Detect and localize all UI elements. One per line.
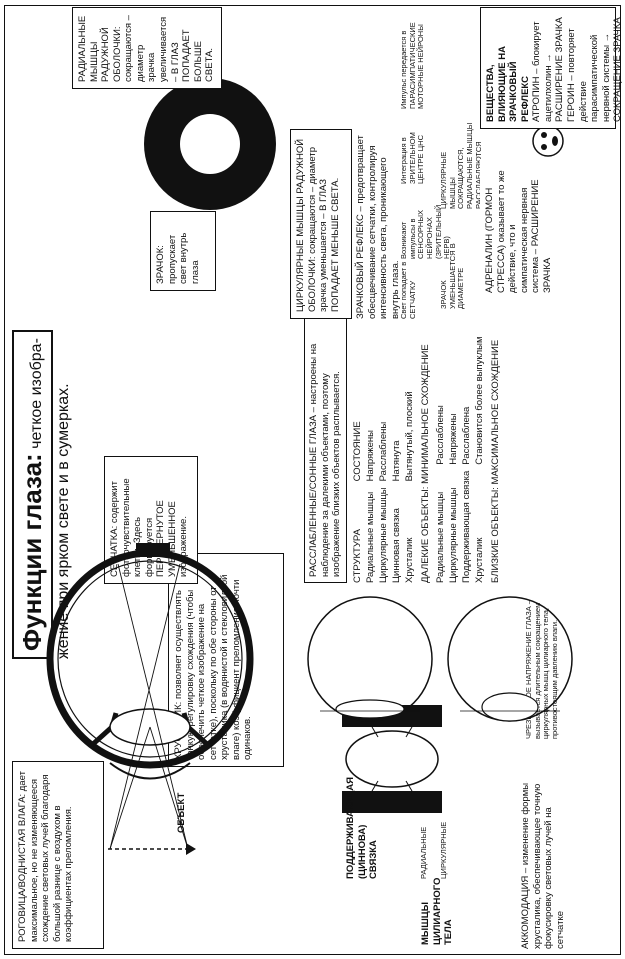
flow-muscles: ЦИРКУЛЯРНЫЕ МЫШЦЫ СОКРАЩАЮТСЯ, РАДИАЛЬНЫ…: [440, 119, 483, 209]
ligament-label: ПОДДЕРЖИВАЮЩАЯ (ЦИННОВА) СВЯЗКА: [345, 809, 380, 879]
accommodation-text: АККОМОДАЦИЯ – изменение формы хрусталика…: [520, 769, 566, 949]
substances-box: ВЕЩЕСТВА, ВЛИЯЮЩИЕ НА ЗРАЧКОВЫЙ РЕФЛЕКС …: [480, 7, 616, 129]
far-eye-diagram: [300, 589, 440, 729]
iris-disc: [140, 74, 280, 214]
title-rest: четкое изобра-: [28, 338, 45, 449]
reflex-text: ЗРАЧКОВЫЙ РЕФЛЕКС – предотвращает обесцв…: [355, 129, 401, 319]
adrenaline-box: АДРЕНАЛИН (ГОРМОН СТРЕССА) оказывает то …: [480, 159, 600, 299]
substance-heroin: ГЕРОИН – повторяет действие парасимпатич…: [566, 14, 624, 122]
circular-iris-box: ЦИРКУЛЯРНЫЕ МЫШЦЫ РАДУЖНОЙ ОБОЛОЧКИ: сок…: [290, 129, 352, 319]
flow-motor: Импульс передается в ПАРАСИМПАТИЧЕСКИЕ М…: [400, 19, 426, 109]
eye-cross-section: [0, 539, 300, 959]
ciliary-circular-label: ЦИРКУЛЯРНЫЕ: [440, 822, 449, 879]
substance-atropine: АТРОПИН – блокирует ацетилхолин → РАСШИР…: [531, 14, 566, 122]
flow-light: Свет попадает в СЕТЧАТКУ: [400, 259, 417, 319]
flow-pupil: ЗРАЧОК УМЕНЬШАЕТСЯ В ДИАМЕТРЕ: [440, 229, 466, 309]
near-eye-diagram: [440, 589, 580, 729]
far-col-structure: СТРУКТУРА: [351, 481, 364, 583]
far-objects-box: РАССЛАБЛЕННЫЕ/СОННЫЕ ГЛАЗА – настроены н…: [300, 309, 410, 589]
radial-iris-box: РАДИАЛЬНЫЕ МЫШЦЫ РАДУЖНОЙ ОБОЛОЧКИ: сокр…: [72, 7, 222, 89]
substances-title: ВЕЩЕСТВА, ВЛИЯЮЩИЕ НА ЗРАЧКОВЫЙ РЕФЛЕКС: [485, 14, 531, 122]
ciliary-radial-label: РАДИАЛЬНЫЕ: [420, 827, 429, 879]
flow-integration: Интеграция в ЗРИТЕЛЬНОМ ЦЕНТРЕ ЦНС: [400, 114, 426, 184]
pupil-box: ЗРАЧОК: пропускает свет внутрь глаза: [150, 211, 216, 291]
object-label: ОБЪЕКТ: [176, 793, 188, 833]
ciliary-title: МЫШЦЫ ЦИЛИАРНОГО ТЕЛА: [420, 875, 455, 945]
far-col-state: СОСТОЯНИЕ: [351, 385, 364, 481]
far-intro: РАССЛАБЛЕННЫЕ/СОННЫЕ ГЛАЗА – настроены н…: [304, 315, 347, 583]
near-footer: БЛИЗКИЕ ОБЪЕКТЫ: МАКСИМАЛЬНОЕ СХОЖДЕНИЕ: [490, 315, 502, 583]
